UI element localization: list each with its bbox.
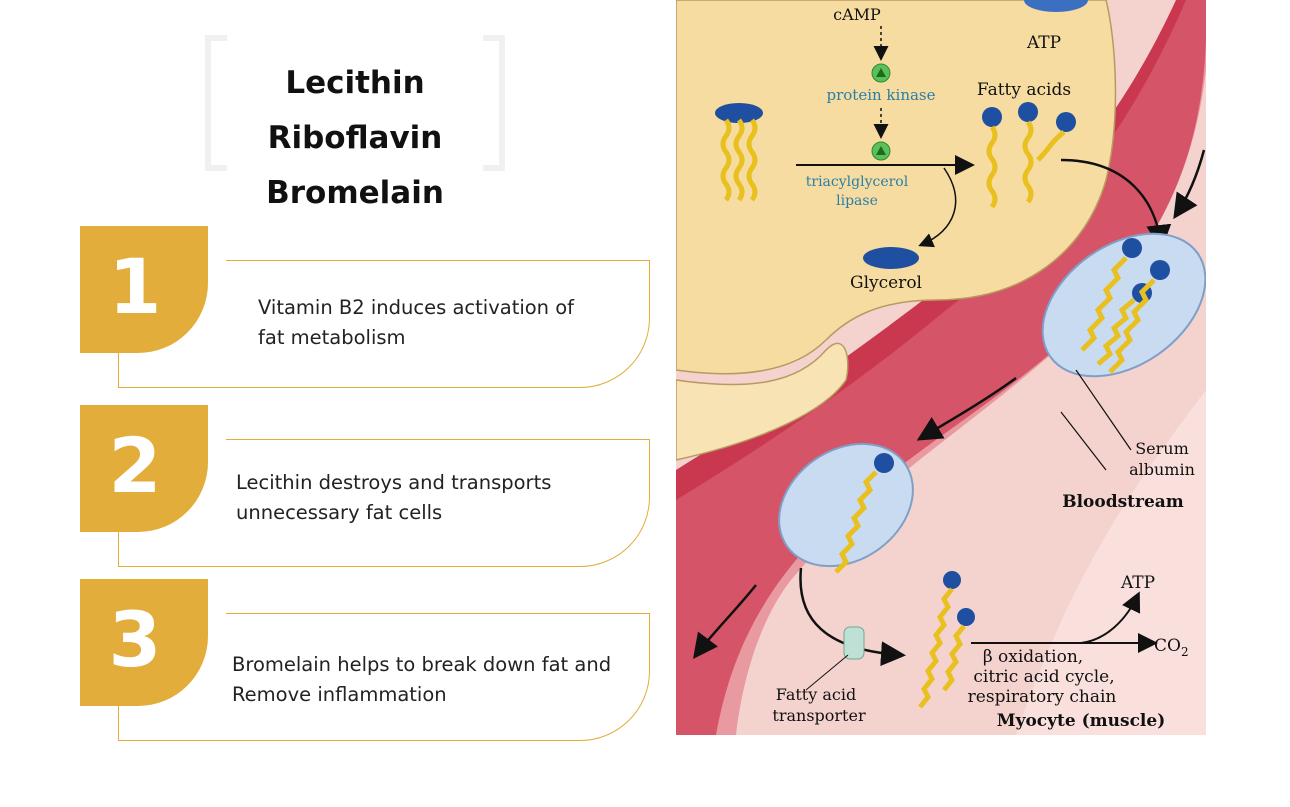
bloodstream-label: Bloodstream <box>1062 492 1184 512</box>
oxidation-label-3: respiratory chain <box>968 687 1117 707</box>
step-3-line-2: Remove inflammation <box>232 683 447 706</box>
top-headgroup <box>1024 0 1088 12</box>
serum-albumin-lower <box>778 442 914 568</box>
triacylglycerol-headgroup <box>715 103 763 123</box>
right-bracket <box>483 35 505 171</box>
fatty-acids-label: Fatty acids <box>977 80 1071 100</box>
step-2-card: 2 Lecithin destroys and transports unnec… <box>80 405 655 570</box>
adipocyte-cell-lower <box>676 342 849 461</box>
transporter-label-1: Fatty acid <box>776 685 856 704</box>
glycerol-label: Glycerol <box>850 273 922 293</box>
lipase-label-2: lipase <box>836 193 878 209</box>
oxidation-label-2: citric acid cycle, <box>973 667 1114 687</box>
adipocyte-cell-main <box>676 0 1117 375</box>
step-1-card: 1 Vitamin B2 induces activation of fat m… <box>80 226 655 391</box>
step-2-text: Lecithin destroys and transports unneces… <box>236 468 551 528</box>
step-2-badge: 2 <box>80 405 208 532</box>
step-1-text: Vitamin B2 induces activation of fat met… <box>258 293 574 353</box>
serum-label-2: albumin <box>1129 460 1195 479</box>
camp-label: cAMP <box>833 5 881 24</box>
fat-metabolism-diagram: cAMP protein kinase ATP triacylglycerol … <box>676 0 1206 735</box>
step-3-line-1: Bromelain helps to break down fat and <box>232 653 612 676</box>
step-2-line-1: Lecithin destroys and transports <box>236 471 552 494</box>
step-2-number: 2 <box>108 421 162 510</box>
co2-label: CO2 <box>1154 636 1189 659</box>
step-1-number: 1 <box>108 242 162 331</box>
atp-top-label: ATP <box>1026 33 1061 53</box>
protein-kinase-label: protein kinase <box>827 86 936 104</box>
title-riboflavin: Riboflavin <box>267 120 443 156</box>
glycerol-icon <box>863 247 919 269</box>
step-2-line-2: unnecessary fat cells <box>236 501 443 524</box>
step-3-badge: 3 <box>80 579 208 706</box>
transporter-label-2: transporter <box>772 706 866 725</box>
oxidation-label-1: β oxidation, <box>983 647 1083 667</box>
step-1-line-2: fat metabolism <box>258 326 406 349</box>
title-bromelain: Bromelain <box>266 175 444 211</box>
title-lecithin: Lecithin <box>285 65 425 101</box>
fatty-acid-transporter-icon <box>843 626 865 660</box>
left-bracket <box>205 35 227 171</box>
step-1-line-1: Vitamin B2 induces activation of <box>258 296 575 319</box>
step-3-text: Bromelain helps to break down fat and Re… <box>232 650 611 710</box>
step-1-badge: 1 <box>80 226 208 353</box>
atp-bottom-label: ATP <box>1120 573 1155 593</box>
lipase-label-1: triacylglycerol <box>806 174 909 190</box>
serum-label-1: Serum <box>1135 439 1189 458</box>
myocyte-label: Myocyte (muscle) <box>997 711 1165 731</box>
step-3-card: 3 Bromelain helps to break down fat and … <box>80 579 655 744</box>
step-3-number: 3 <box>108 595 162 684</box>
myocyte-region <box>1016 390 1206 735</box>
supplement-title-block: Lecithin Riboflavin Bromelain <box>205 35 505 211</box>
fat-metabolism-svg: cAMP protein kinase ATP triacylglycerol … <box>676 0 1206 735</box>
